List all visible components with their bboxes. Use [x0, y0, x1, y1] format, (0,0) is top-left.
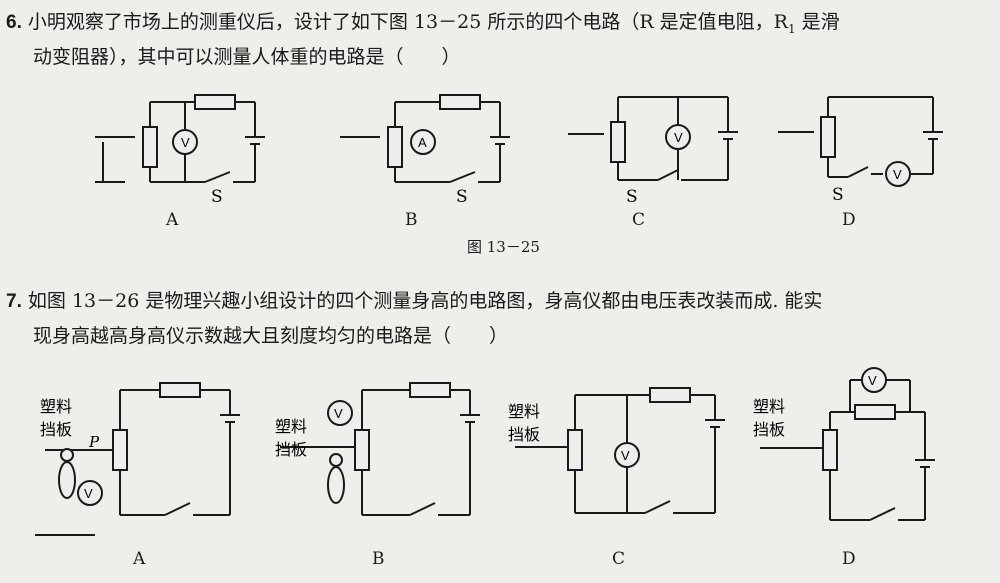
svg-text:塑料: 塑料 — [753, 397, 785, 416]
circuit-7c: V 塑料 挡板 — [508, 387, 725, 514]
option-7c: C — [612, 549, 626, 569]
svg-text:V: V — [674, 130, 683, 145]
circuit-6d: V S — [778, 96, 943, 205]
circuit-7b: V 塑料 挡板 — [275, 382, 480, 516]
svg-text:塑料: 塑料 — [275, 417, 307, 436]
q6-line1: 6. 小明观察了市场上的测重仪后，设计了如下图 13－25 所示的四个电路（R … — [6, 11, 840, 36]
voltmeter-6a: V — [181, 135, 190, 150]
svg-text:S: S — [456, 187, 468, 207]
figure-caption-13-25: 图 13－25 — [467, 238, 540, 256]
circuit-7a: V P 塑料 挡板 — [35, 382, 240, 536]
circuit-7d: V 塑料 挡板 — [753, 367, 935, 521]
svg-text:挡板: 挡板 — [275, 440, 307, 459]
svg-text:P: P — [88, 433, 100, 451]
option-7a: A — [133, 549, 146, 569]
svg-text:V: V — [893, 167, 902, 182]
option-6d: D — [842, 210, 856, 230]
circuit-6a: V S — [95, 94, 265, 207]
svg-text:V: V — [334, 406, 343, 421]
circuit-6b: A S — [340, 94, 510, 207]
ammeter-6b: A — [418, 135, 427, 150]
option-6a: A — [166, 210, 179, 230]
q6-line2: 动变阻器），其中可以测量人体重的电路是（ ） — [33, 46, 461, 68]
option-7b: B — [372, 549, 385, 569]
svg-text:塑料: 塑料 — [40, 397, 72, 416]
svg-text:V: V — [84, 486, 93, 501]
svg-text:V: V — [868, 373, 877, 388]
circuit-6c: V S — [568, 96, 738, 207]
svg-text:S: S — [832, 185, 844, 205]
svg-text:挡板: 挡板 — [508, 425, 540, 444]
q7-line1: 7. 如图 13－26 是物理兴趣小组设计的四个测量身高的电路图，身高仪都由电压… — [6, 290, 823, 312]
svg-text:挡板: 挡板 — [40, 420, 72, 439]
svg-text:塑料: 塑料 — [508, 402, 540, 421]
option-6c: C — [632, 210, 646, 230]
svg-text:S: S — [211, 187, 223, 207]
q7-line2: 现身高越高身高仪示数越大且刻度均匀的电路是（ ） — [33, 325, 509, 347]
svg-text:V: V — [621, 448, 630, 463]
svg-text:挡板: 挡板 — [753, 420, 785, 439]
svg-text:S: S — [626, 187, 638, 207]
option-6b: B — [405, 210, 418, 230]
option-7d: D — [842, 549, 856, 569]
